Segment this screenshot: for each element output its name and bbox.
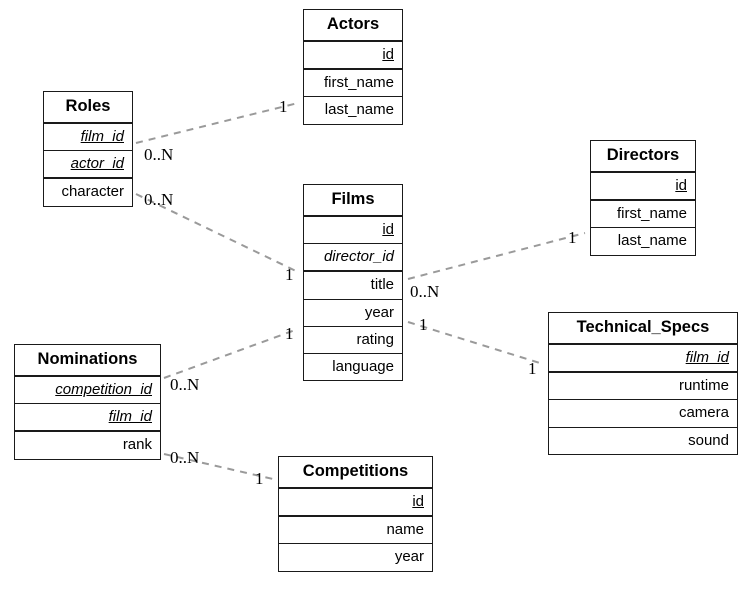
cardinality-label-roles-actors-from: 0..N (144, 145, 174, 164)
relationship-line-nominations-competitions (163, 453, 274, 480)
relationship-line-nominations-films (163, 328, 299, 379)
entity-title-competitions: Competitions (279, 457, 432, 489)
relationship-line-films-technical-specs (407, 321, 544, 365)
cardinality-label-roles-films-to: 1 (285, 265, 294, 284)
attribute-row[interactable]: id (304, 41, 402, 71)
entity-title-directors: Directors (591, 141, 695, 173)
relationship-line-roles-films (135, 193, 299, 273)
attribute-row[interactable]: id (591, 172, 695, 202)
cardinality-label-nominations-competitions-to: 1 (255, 469, 264, 488)
attribute-row[interactable]: id (304, 216, 402, 245)
cardinality-label-films-technical-specs-from: 1 (419, 315, 428, 334)
cardinality-label-films-technical-specs-to: 1 (528, 359, 537, 378)
attribute-row[interactable]: runtime (549, 373, 737, 401)
attribute-row[interactable]: name (279, 517, 432, 545)
entity-title-roles: Roles (44, 92, 132, 124)
attribute-row[interactable]: film_id (549, 344, 737, 374)
attribute-row[interactable]: sound (549, 427, 737, 454)
attribute-row[interactable]: first_name (591, 201, 695, 229)
entity-title-actors: Actors (304, 10, 402, 42)
cardinality-label-roles-films-from: 0..N (144, 190, 174, 209)
attribute-row[interactable]: director_id (304, 244, 402, 273)
attribute-row[interactable]: rank (15, 432, 160, 459)
entity-title-films: Films (304, 185, 402, 217)
attribute-row[interactable]: last_name (304, 97, 402, 124)
cardinality-label-roles-actors-to: 1 (279, 97, 288, 116)
relationship-line-roles-actors (135, 102, 299, 144)
attribute-row[interactable]: camera (549, 400, 737, 428)
attribute-row[interactable]: rating (304, 326, 402, 355)
attribute-row[interactable]: last_name (591, 228, 695, 255)
attribute-row[interactable]: actor_id (44, 151, 132, 180)
cardinality-label-films-directors-from: 0..N (410, 282, 440, 301)
attribute-row[interactable]: first_name (304, 70, 402, 98)
attribute-row[interactable]: year (304, 299, 402, 327)
cardinality-label-nominations-films-from: 0..N (170, 375, 200, 394)
attribute-row[interactable]: year (279, 544, 432, 571)
attribute-row[interactable]: language (304, 354, 402, 381)
attribute-row[interactable]: competition_id (15, 376, 160, 405)
attribute-row[interactable]: film_id (44, 123, 132, 152)
entity-title-technical_specs: Technical_Specs (549, 313, 737, 345)
cardinality-label-nominations-films-to: 1 (285, 324, 294, 343)
attribute-row[interactable]: character (44, 179, 132, 206)
relationship-line-films-directors (407, 232, 586, 280)
cardinality-label-films-directors-to: 1 (568, 228, 577, 247)
attribute-row[interactable]: id (279, 488, 432, 518)
cardinality-label-nominations-competitions-from: 0..N (170, 448, 200, 467)
entity-title-nominations: Nominations (15, 345, 160, 377)
attribute-row[interactable]: title (304, 272, 402, 300)
attribute-row[interactable]: film_id (15, 404, 160, 433)
